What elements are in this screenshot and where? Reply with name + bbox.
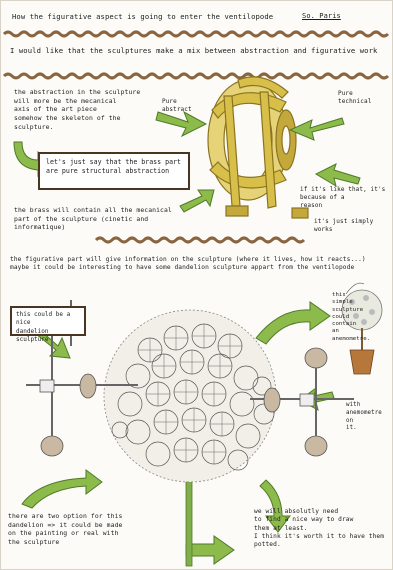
note-simple-sculpture: this simple sculpture could contain an a…	[332, 292, 370, 343]
author-signature: So. Paris	[302, 12, 341, 21]
note-abstraction-skeleton: the abstraction in the sculpture will mo…	[14, 88, 164, 131]
arrow-pure-technical	[290, 118, 344, 140]
arrow-bottom-right	[186, 536, 234, 564]
note-like-that: if it's like that, it's because of a rea…	[300, 186, 390, 210]
note-brass-contain: the brass will contain all the mecanical…	[14, 206, 194, 232]
note-dandelion-box: this could be a nice dandelion sculpture	[10, 306, 86, 336]
note-need-find: we will absolutly need to find a nice wa…	[254, 508, 390, 550]
note-two-options: there are two option for this dandelion …	[8, 512, 148, 547]
note-brass-box: let's just say that the brass part are p…	[38, 152, 190, 190]
page-title: How the figurative aspect is going to en…	[12, 12, 273, 22]
wavy-divider-top	[4, 32, 388, 36]
intro-statement: I would like that the sculptures make a …	[10, 46, 390, 56]
note-figurative-part: the figurative part will give informatio…	[10, 256, 390, 273]
label-pure-abstract: Pure abstract	[162, 98, 192, 114]
brass-cage-illustration	[208, 77, 308, 218]
arrow-to-tree	[256, 302, 330, 344]
label-pure-technical: Pure technical	[338, 90, 371, 106]
wavy-divider-mid	[4, 74, 388, 78]
arrow-like-that	[316, 164, 360, 186]
arrow-curved-bottom-left	[22, 470, 102, 508]
wavy-divider-section	[96, 238, 304, 242]
note-with-anemometer: with anemometre on it.	[346, 402, 382, 433]
note-simply-works: it's just simply works	[314, 218, 373, 234]
